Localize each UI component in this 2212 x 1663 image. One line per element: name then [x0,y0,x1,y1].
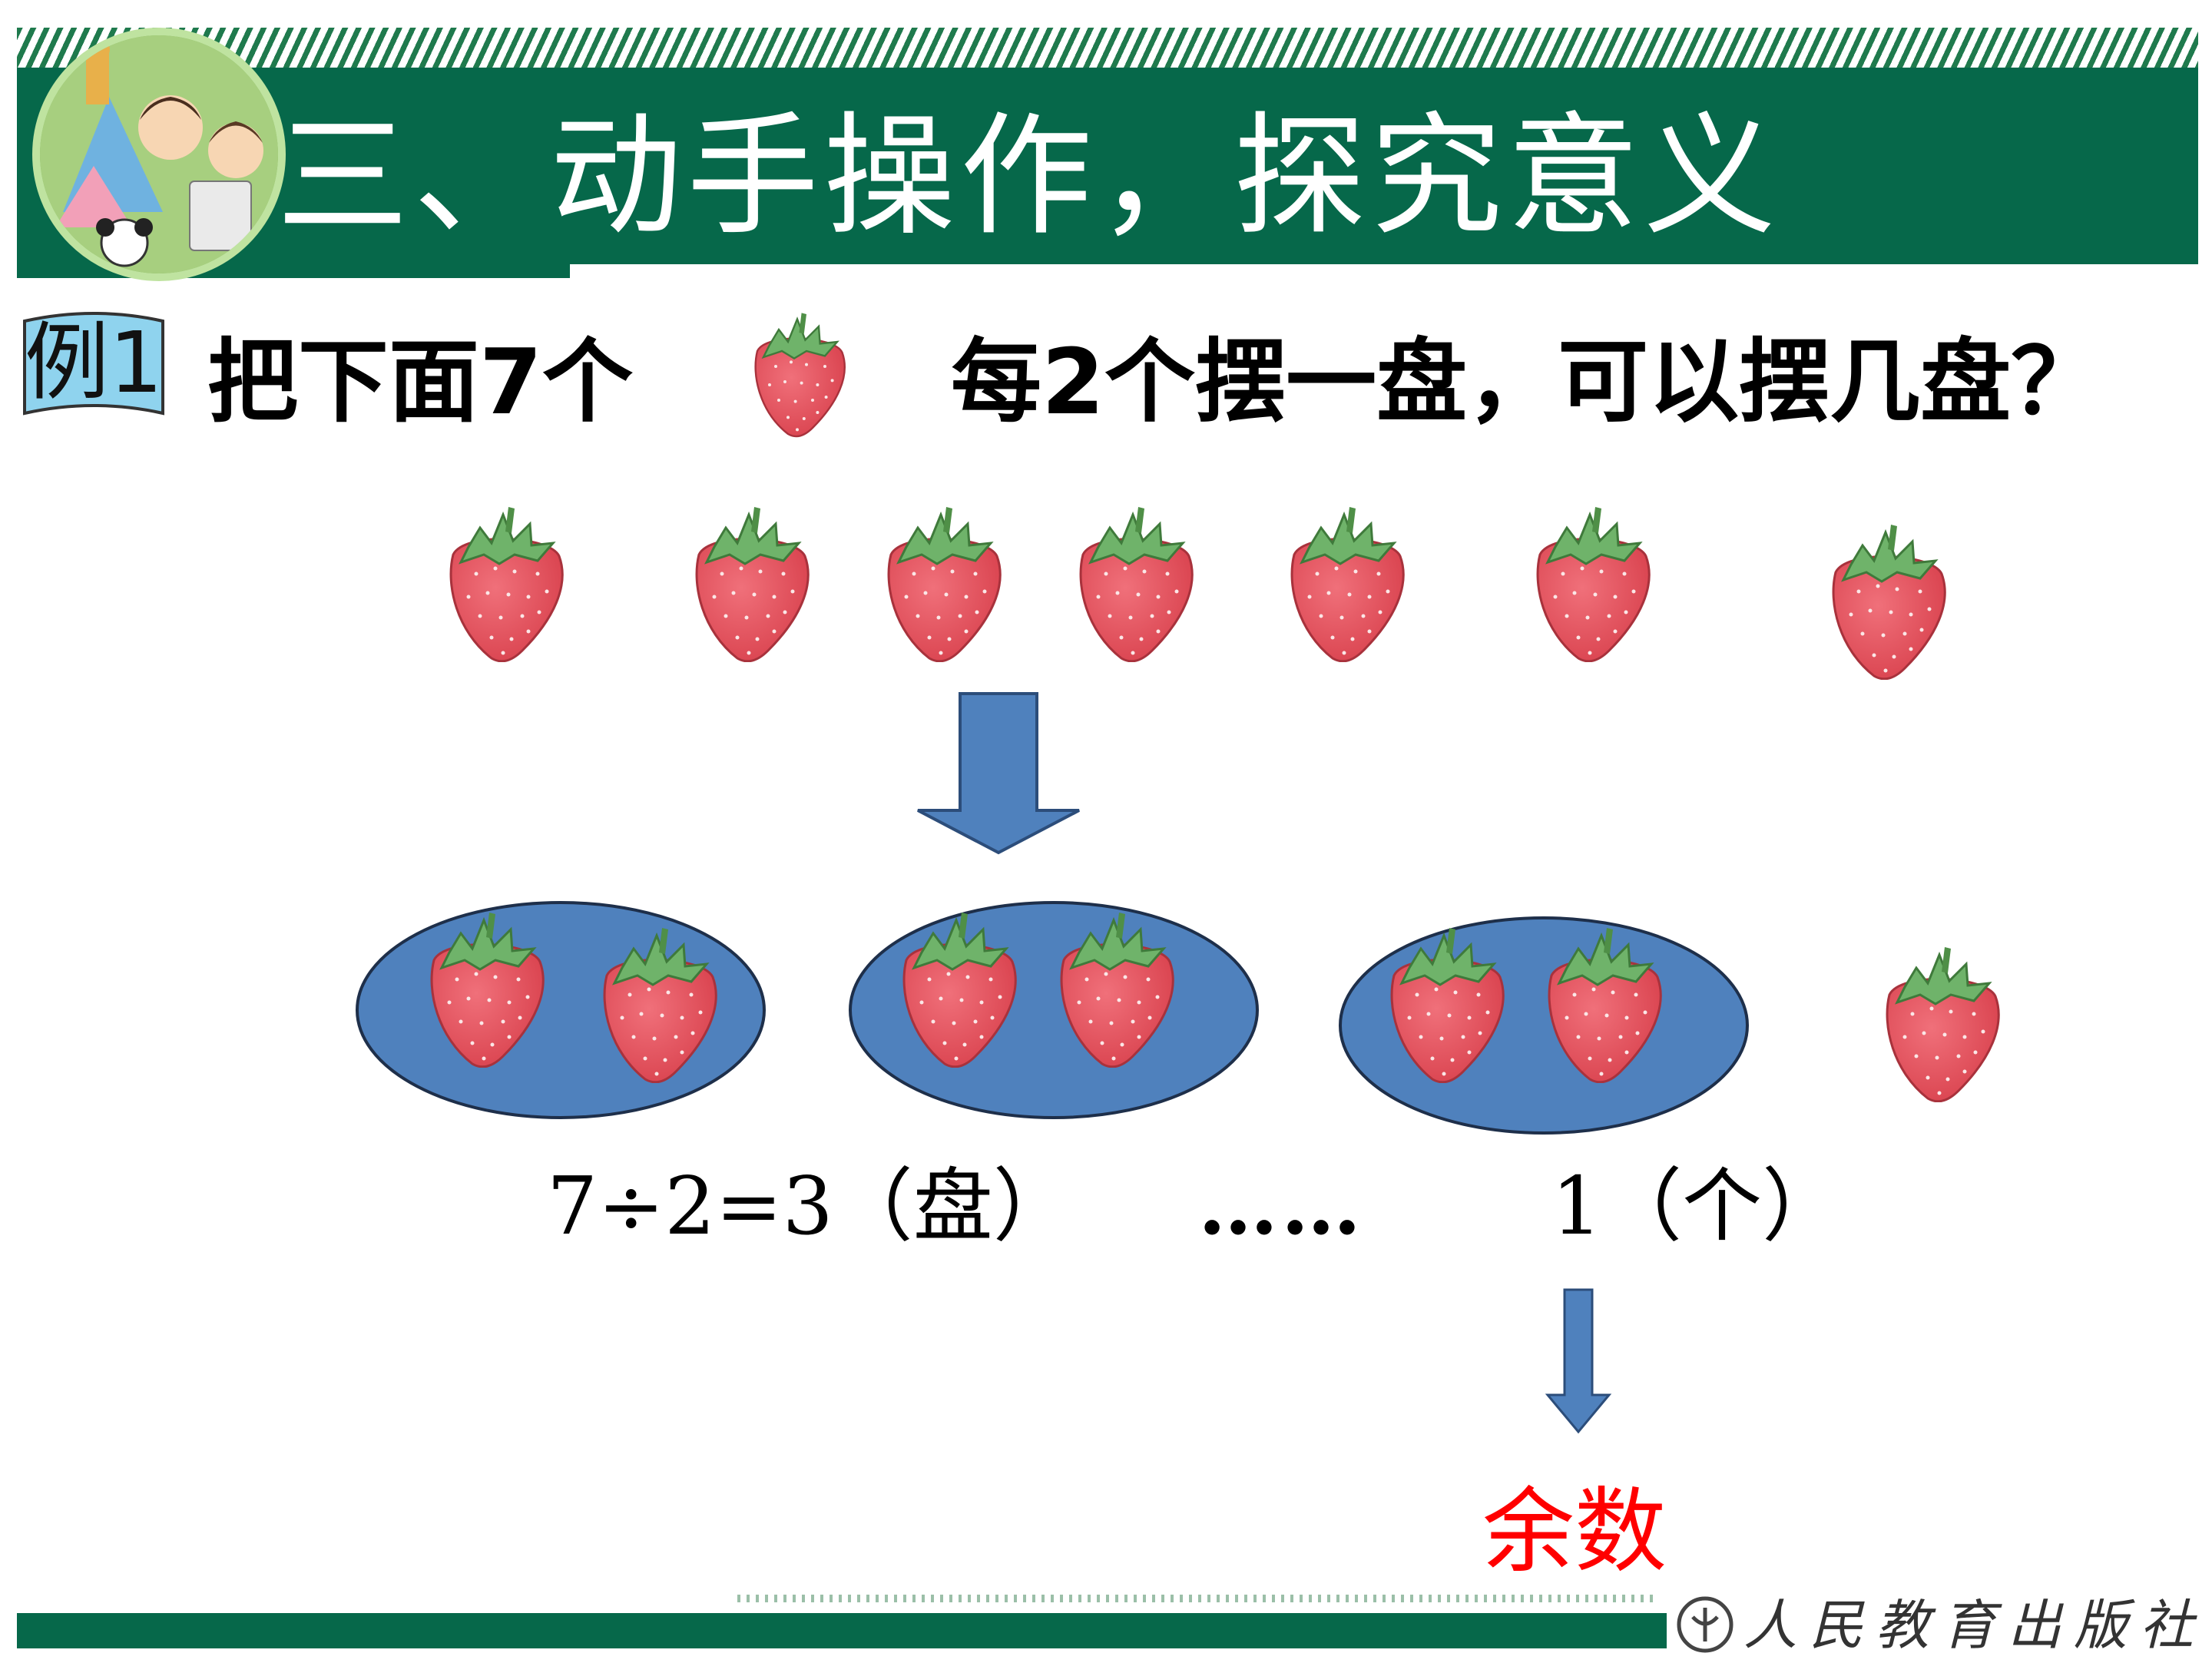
publisher-logo: 人民教育出版社 [1667,1586,2204,1663]
publisher-name: 人民教育出版社 [1743,1594,2206,1657]
example-tag: 例1 [17,306,171,421]
question-part-1: 把下面7个 [207,329,634,435]
question-part-2: 每2个摆一盘，可以摆几盘？ [951,329,2102,435]
strawberry-icon [1548,926,1662,1083]
header-stripes [17,28,2198,68]
strawberry-icon [1060,911,1174,1068]
leftover-strawberry-icon [1886,946,2000,1102]
strawberry-icon [449,505,564,662]
strawberry-icon [1079,505,1194,662]
page-title: 三、动手操作，探究意义 [276,99,1780,253]
example-tag-label: 例1 [25,313,163,412]
division-equation: 7÷2=3（盘） [547,1159,1073,1253]
strawberry-icon [1290,505,1405,662]
strawberry-icon [603,926,717,1083]
strawberry-icon [887,505,1002,662]
strawberry-icon [1390,926,1505,1083]
publisher-emblem-icon [1677,1596,1734,1653]
remainder-count: 1（个） [1551,1159,1843,1253]
strawberry-icon [430,911,545,1068]
strawberry-icon [1832,523,1946,680]
children-illustration-badge [32,28,286,281]
strawberry-icon [1536,505,1651,662]
strawberry-icon [754,312,846,438]
down-arrow-small-icon [1545,1288,1612,1434]
down-arrow-icon [917,692,1080,855]
header-bar [17,68,2198,264]
strawberry-icon [902,911,1017,1068]
remainder-label: 余数 [1482,1479,1667,1585]
strawberry-icon [695,505,810,662]
ellipsis-dots: …… [1198,1158,1364,1253]
footer-dotted-line [737,1595,1659,1602]
